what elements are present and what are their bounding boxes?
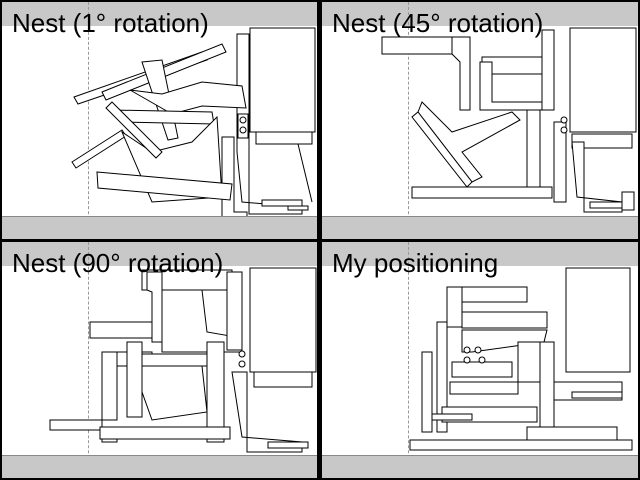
panel-top-band xyxy=(322,242,638,266)
panel-title: Nest (90° rotation) xyxy=(12,248,224,278)
sheet-edge-guide xyxy=(408,2,409,239)
panel-my-positioning: My positioning xyxy=(322,242,638,478)
sheet-edge-guide xyxy=(408,242,409,478)
nest-layout-drawing xyxy=(409,267,633,451)
panel-bottom-band xyxy=(2,455,317,478)
panel-top-band xyxy=(322,2,638,26)
sheet-edge-guide xyxy=(88,242,89,478)
panel-title: My positioning xyxy=(332,248,499,278)
nest-layout-drawing xyxy=(71,27,316,219)
nest-layout-drawing xyxy=(49,267,317,453)
panel-title: Nest (45° rotation) xyxy=(332,8,544,38)
panel-bottom-band xyxy=(2,216,317,239)
panel-top-band xyxy=(2,2,317,26)
panel-top-band xyxy=(2,242,317,266)
panel-title: Nest (1° rotation) xyxy=(12,8,209,38)
panel-bottom-band xyxy=(322,455,638,478)
nest-layout-drawing xyxy=(381,27,637,213)
panel-nest-90-rotation: Nest (90° rotation) xyxy=(2,242,317,478)
panel-bottom-band xyxy=(322,216,638,239)
sheet-edge-guide xyxy=(88,2,89,239)
panel-nest-1-rotation: Nest (1° rotation) xyxy=(2,2,317,239)
panel-nest-45-rotation: Nest (45° rotation) xyxy=(322,2,638,239)
